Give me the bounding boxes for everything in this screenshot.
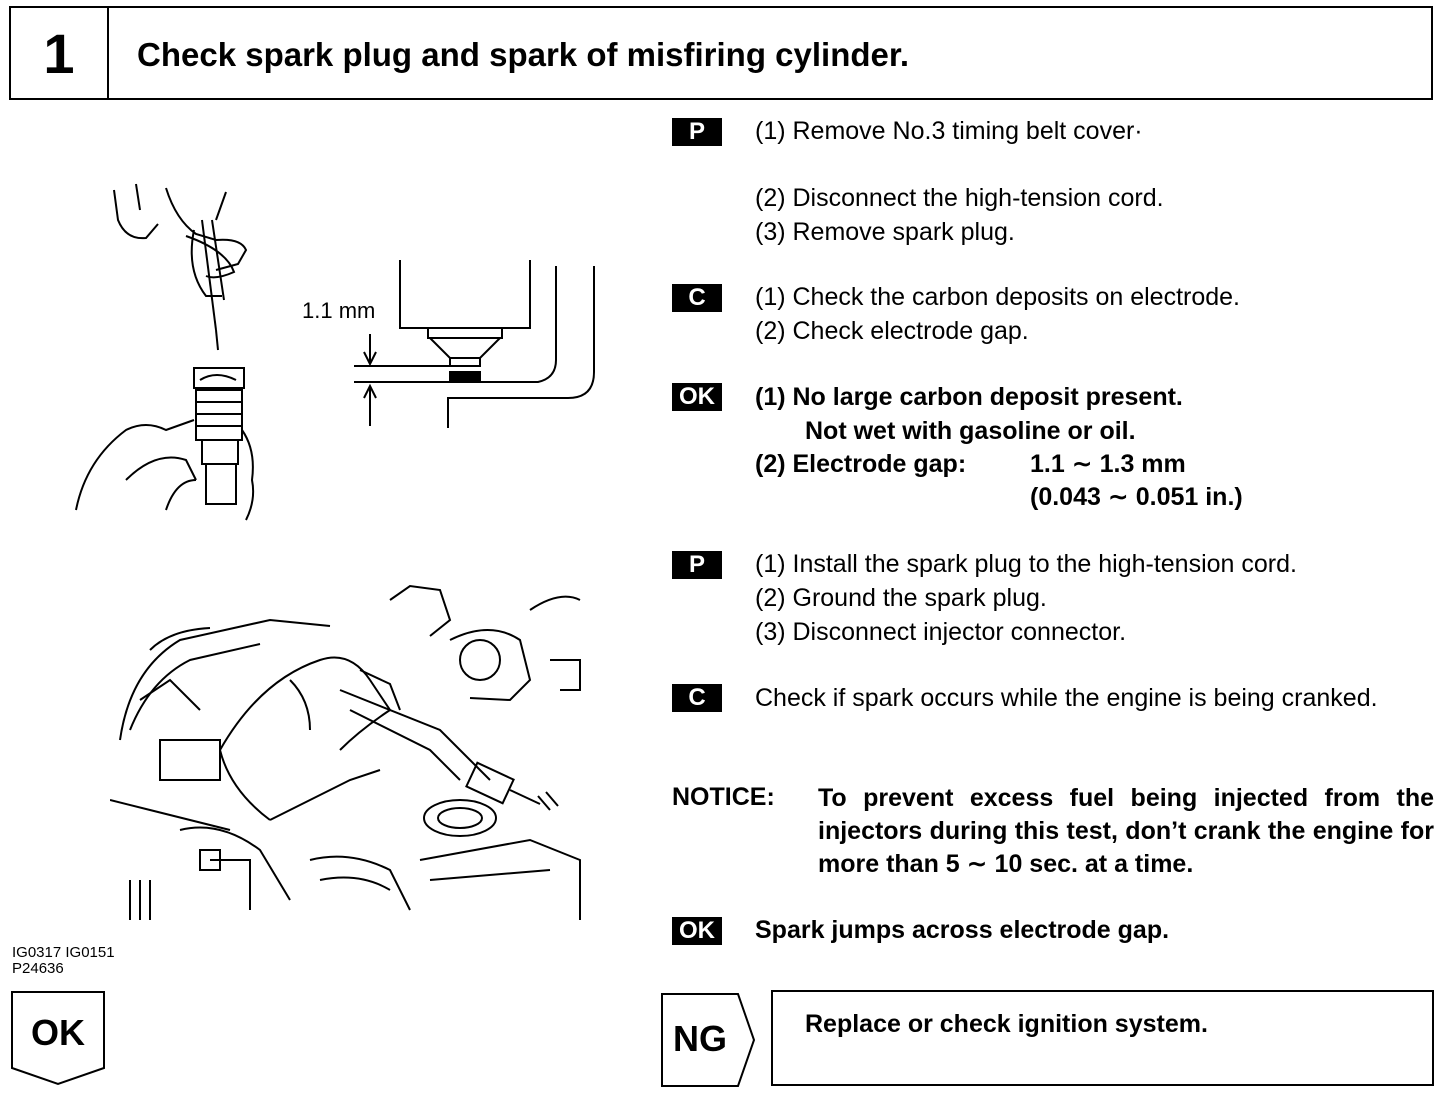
instruction-line: (2) Check electrode gap. xyxy=(755,317,1029,345)
badge-check: C xyxy=(672,684,722,712)
notice-text: To prevent excess fuel being injected fr… xyxy=(818,784,1434,878)
feeler-gauge-illustration xyxy=(66,180,266,525)
badge-prepare: P xyxy=(672,118,722,146)
badge-prepare: P xyxy=(672,551,722,579)
notice-label: NOTICE: xyxy=(672,783,775,811)
step-header: 1 Check spark plug and spark of misfirin… xyxy=(9,6,1433,100)
gap-spec-mm: 1.1 ∼ 1.3 mm xyxy=(1030,450,1186,478)
instruction-line: (2) Ground the spark plug. xyxy=(755,584,1047,612)
badge-ok: OK xyxy=(672,383,722,411)
ok-result-box: OK xyxy=(10,990,106,1086)
ng-action-box: Replace or check ignition system. xyxy=(771,990,1434,1086)
instruction-line: (2) Disconnect the high-tension cord. xyxy=(755,184,1164,212)
step-number: 1 xyxy=(11,8,109,98)
criteria-line: (2) Electrode gap: xyxy=(755,450,967,478)
instruction-paragraph: Check if spark occurs while the engine i… xyxy=(755,684,1378,712)
figure-reference-line2: P24636 xyxy=(12,960,64,977)
instruction-line: (1) Remove No.3 timing belt cover· xyxy=(755,117,1143,145)
ng-action-text: Replace or check ignition system. xyxy=(805,1010,1208,1038)
instruction-line: (3) Disconnect injector connector. xyxy=(755,618,1127,646)
criteria-line: Not wet with gasoline or oil. xyxy=(805,417,1136,445)
right-arrow-box-icon xyxy=(661,993,756,1087)
criteria-line: (1) No large carbon deposit present. xyxy=(755,383,1183,411)
gap-dimension-label: 1.1 mm xyxy=(302,298,376,323)
figure-reference-line1: IG0317 IG0151 xyxy=(12,944,115,961)
engine-spark-check-illustration xyxy=(110,580,590,925)
instruction-line: (1) Check the carbon deposits on electro… xyxy=(755,283,1240,311)
electrode-gap-diagram: 1.1 mm xyxy=(300,260,600,440)
instruction-line: (3) Remove spark plug. xyxy=(755,218,1015,246)
ok-result-label: OK xyxy=(31,1012,85,1053)
step-title: Check spark plug and spark of misfiring … xyxy=(137,36,910,73)
ng-result-box: NG xyxy=(660,992,756,1088)
down-arrow-box-icon xyxy=(11,991,105,1086)
badge-check: C xyxy=(672,284,722,312)
badge-ok: OK xyxy=(672,917,722,945)
ng-result-label: NG xyxy=(673,1018,727,1059)
instruction-line: (1) Install the spark plug to the high-t… xyxy=(755,550,1297,578)
final-ok-text: Spark jumps across electrode gap. xyxy=(755,916,1170,944)
gap-spec-in: (0.043 ∼ 0.051 in.) xyxy=(1030,483,1243,511)
